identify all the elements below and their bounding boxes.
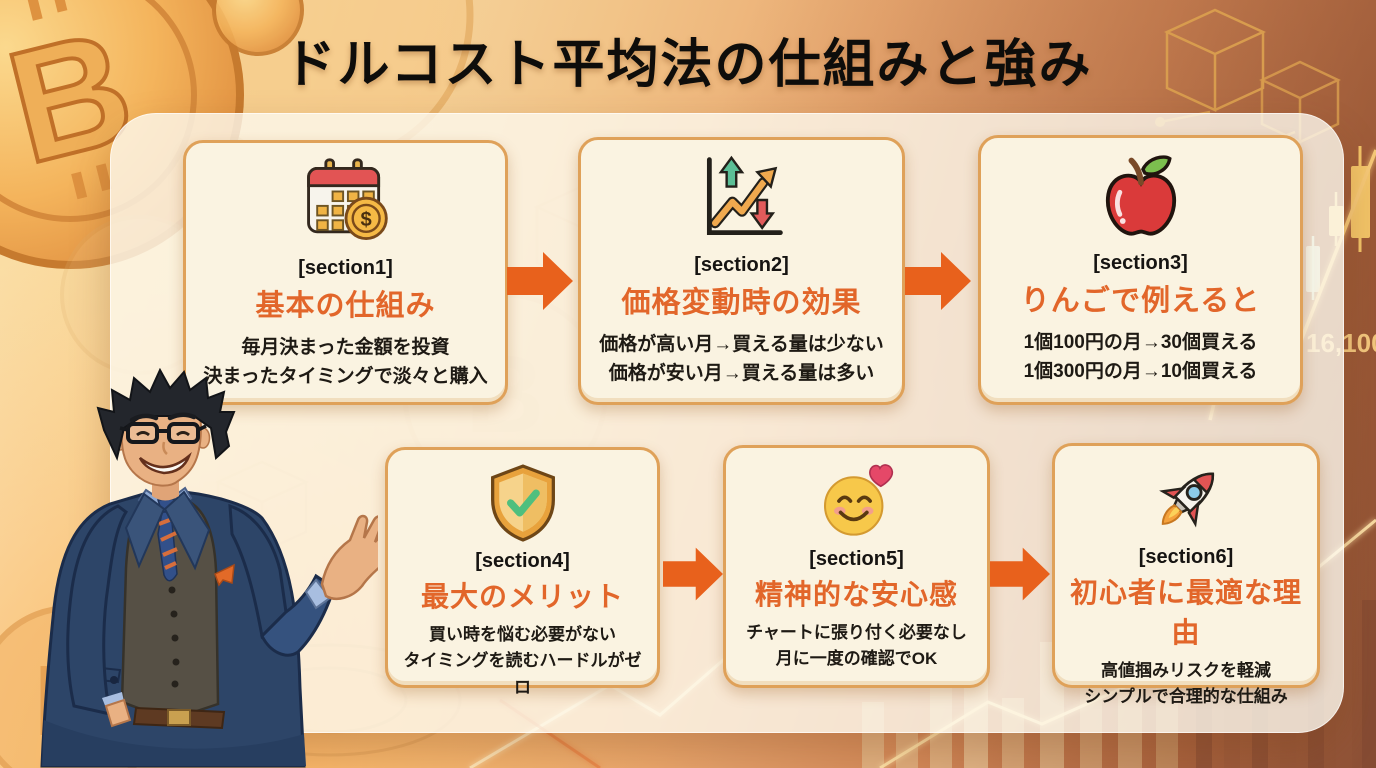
presenter-character xyxy=(40,368,378,768)
body-line: 価格が安い月→買える量は多い xyxy=(608,363,875,385)
price-chart-icon xyxy=(694,152,790,248)
section-label: [section6] xyxy=(1138,546,1234,568)
body-line: 毎月決まった金額を投資 xyxy=(241,337,450,358)
body-line: タイミングを読むハードルがゼロ xyxy=(403,651,642,697)
section-heading: りんごで例えると xyxy=(1020,285,1261,317)
section5-card: [section5] 精神的な安心感 チャートに張り付く必要なし 月に一度の確認… xyxy=(723,445,990,688)
flow-arrow-icon xyxy=(507,252,573,310)
body-line: 価格が高い月→買える量は少ない xyxy=(599,334,884,355)
character-head xyxy=(96,368,236,501)
section-body: 買い時を悩む必要がない タイミングを読むハードルがゼロ xyxy=(396,622,649,701)
section-label: [section2] xyxy=(694,254,789,276)
section1-card: $ [section1] 基本の仕組み 毎月決まった金額を投資 決まったタイミン… xyxy=(183,140,508,405)
section-label: [section1] xyxy=(298,257,393,279)
section-body: チャートに張り付く必要なし 月に一度の確認でOK xyxy=(746,620,967,673)
section-heading: 最大のメリット xyxy=(420,581,624,612)
body-line: シンプルで合理的な仕組み xyxy=(1084,687,1288,707)
section-heading: 初心者に最適な理由 xyxy=(1069,577,1302,648)
section-body: 1個100円の月→30個買える 1個300円の月→10個買える xyxy=(1024,328,1258,387)
svg-text:$: $ xyxy=(360,209,371,231)
body-line: 1個300円の月→10個買える xyxy=(1023,361,1258,383)
shield-check-icon xyxy=(482,462,564,544)
section-body: 価格が高い月→買える量は少ない 価格が安い月→買える量は多い xyxy=(599,330,883,389)
section-heading: 基本の仕組み xyxy=(255,290,436,322)
flow-arrow-icon xyxy=(990,545,1050,603)
section-heading: 精神的な安心感 xyxy=(754,579,958,610)
body-line: 1個100円の月→30個買える xyxy=(1023,332,1258,353)
pocket-square xyxy=(214,563,235,587)
flow-arrow-icon xyxy=(905,252,971,310)
smiley-heart-icon xyxy=(816,460,898,542)
section-body: 高値掴みリスクを軽減 シンプルで合理的な仕組み xyxy=(1084,658,1288,711)
flow-arrow-icon xyxy=(663,545,723,603)
body-line: チャートに張り付く必要なし xyxy=(746,623,967,642)
section-label: [section3] xyxy=(1093,252,1188,274)
body-line: 買い時を悩む必要がない xyxy=(429,625,616,644)
section2-card: [section2] 価格変動時の効果 価格が高い月→買える量は少ない 価格が安… xyxy=(578,137,905,405)
body-line: 高値掴みリスクを軽減 xyxy=(1101,661,1271,680)
open-hand xyxy=(320,514,378,600)
section-heading: 価格変動時の効果 xyxy=(621,287,862,319)
section-body: 毎月決まった金額を投資 決まったタイミングで淡々と購入 xyxy=(203,333,487,392)
apple-icon xyxy=(1093,150,1189,246)
section-label: [section4] xyxy=(475,550,570,572)
rocket-icon xyxy=(1145,458,1227,540)
section-label: [section5] xyxy=(809,548,904,570)
body-line: 月に一度の確認でOK xyxy=(775,649,938,669)
page-title: ドルコスト平均法の仕組みと強み xyxy=(283,36,1093,94)
body-line: 決まったタイミングで淡々と購入 xyxy=(203,366,488,388)
section3-card: [section3] りんごで例えると 1個100円の月→30個買える 1個30… xyxy=(978,135,1303,405)
section4-card: [section4] 最大のメリット 買い時を悩む必要がない タイミングを読むハ… xyxy=(385,447,660,697)
section6-card: [section6] 初心者に最適な理由 高値掴みリスクを軽減 シンプルで合理的… xyxy=(1052,443,1320,706)
calendar-dollar-icon: $ xyxy=(298,155,394,251)
glasses-icon xyxy=(119,422,207,444)
